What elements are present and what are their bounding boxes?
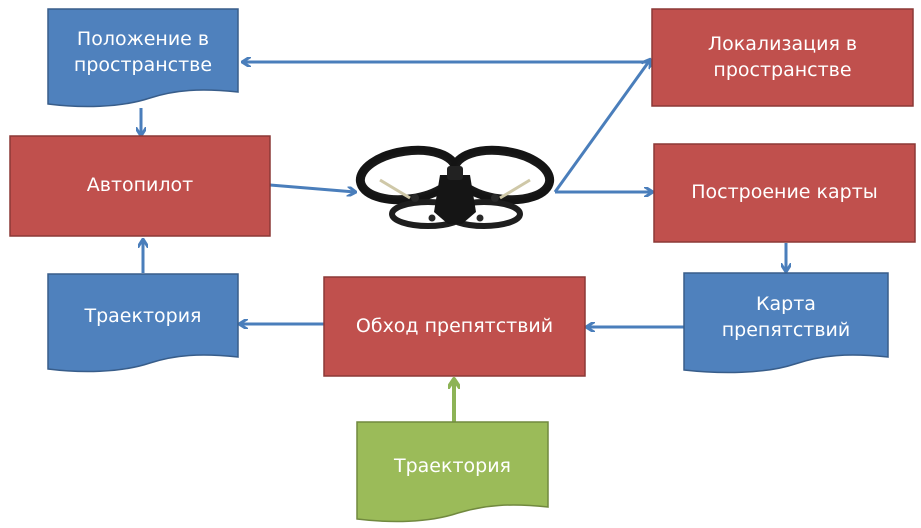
trajectory-out-shape[interactable] [47, 273, 239, 373]
trajectory-in-label: Траектория [393, 455, 511, 478]
position-in-space-label: Положение в пространстве [73, 28, 213, 76]
map-building-label: Построение карты [691, 181, 878, 204]
edge-autopilot-to-drone [269, 183, 355, 192]
autopilot-label: Автопилот [86, 174, 194, 197]
trajectory-in-shape[interactable] [356, 421, 549, 523]
edges [141, 60, 786, 422]
map-building-shape[interactable] [653, 143, 916, 243]
edge-drone-to-localization [553, 60, 650, 193]
obstacle-map-shape[interactable] [683, 272, 889, 374]
localization-label: Локализация в пространстве [707, 33, 858, 81]
position-in-space-shape[interactable] [47, 8, 239, 108]
obstacle-avoidance-label: Обход препятствий [355, 314, 554, 337]
localization-shape[interactable] [651, 8, 914, 107]
obstacle-avoidance-shape[interactable] [323, 276, 586, 377]
obstacle-map-label: Карта препятствий [721, 293, 851, 341]
quadcopter-drone-icon [355, 145, 555, 229]
trajectory-out-label: Траектория [84, 305, 202, 328]
autopilot-shape[interactable] [9, 135, 271, 237]
